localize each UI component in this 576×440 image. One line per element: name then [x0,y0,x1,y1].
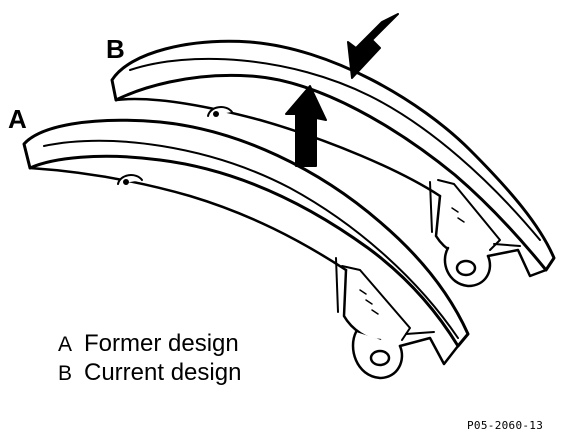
arrow-up-icon [285,85,327,167]
rail-b-current-design [110,39,556,288]
legend-text: Current design [84,359,242,386]
arrow-down-left-icon [347,13,399,79]
rail-a-former-design [22,118,470,380]
reference-code: P05-2060-13 [467,419,544,432]
callout-label-b: B [106,34,125,64]
legend-key: B [58,362,73,385]
legend-key: A [58,333,73,356]
callout-label-a: A [8,104,27,134]
legend-item-former: A Former design [58,332,239,356]
legend-item-current: B Current design [58,361,241,385]
legend-text: Former design [84,330,239,357]
